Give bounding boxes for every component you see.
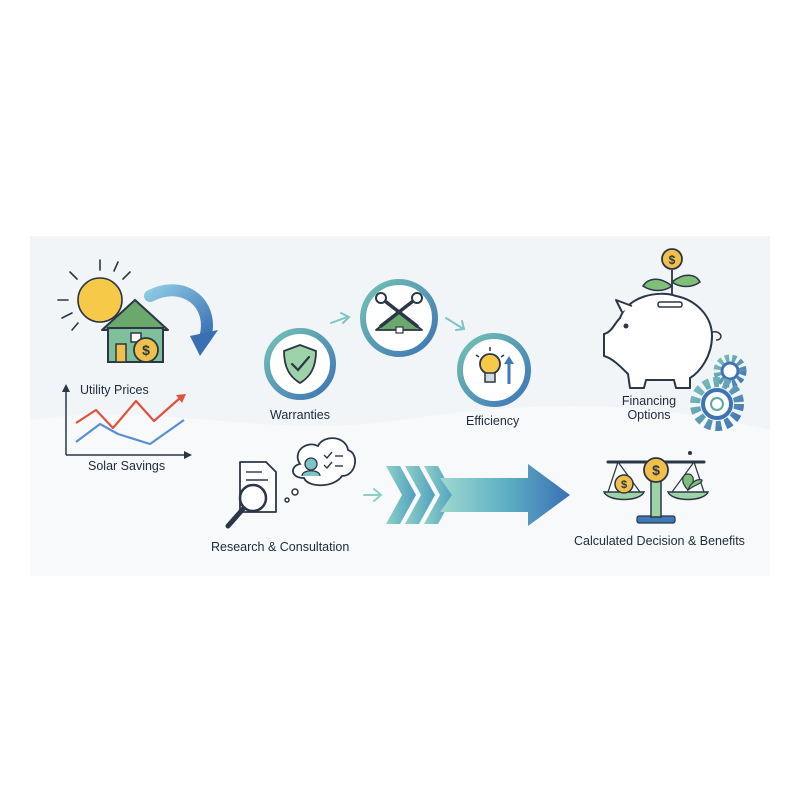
research-consultation-label: Research & Consultation: [211, 540, 350, 554]
lightbulb-icon: [475, 347, 514, 384]
balance-scale-icon: $ $: [602, 451, 710, 524]
financing-label-line1: Financing: [621, 394, 677, 408]
utility-prices-line: [75, 397, 181, 430]
warranties-label: Warranties: [270, 408, 330, 422]
svg-text:$: $: [669, 253, 676, 267]
warranties-node: [264, 328, 336, 400]
piggy-bank-icon: $: [603, 248, 722, 389]
sun-icon: [57, 259, 131, 331]
tools-node: [360, 279, 438, 357]
consultation-bubble-icon: [284, 437, 356, 503]
solar-savings-line: [75, 419, 185, 446]
financing-options-label: Financing Options: [610, 394, 688, 423]
financing-label-line2: Options: [627, 408, 671, 423]
house-dollar-icon: $: [101, 299, 169, 363]
svg-text:$: $: [142, 342, 150, 358]
progress-arrow-icon: [363, 464, 570, 526]
shield-check-icon: [283, 344, 317, 384]
svg-text:$: $: [652, 462, 660, 478]
calculated-decision-label: Calculated Decision & Benefits: [574, 534, 745, 548]
tools-house-icon: [375, 292, 423, 334]
connector-arrow-1: [330, 312, 351, 324]
connector-arrow-2: [445, 317, 466, 331]
document-magnifier-icon: [225, 461, 277, 529]
efficiency-node: [457, 333, 531, 407]
gears-icon: [690, 354, 747, 431]
svg-text:$: $: [621, 479, 627, 491]
efficiency-label: Efficiency: [466, 414, 520, 428]
utility-prices-label: Utility Prices: [80, 383, 149, 397]
solar-savings-label: Solar Savings: [88, 459, 166, 473]
price-savings-chart: [62, 384, 192, 459]
cycle-arrow-icon: [144, 284, 218, 356]
